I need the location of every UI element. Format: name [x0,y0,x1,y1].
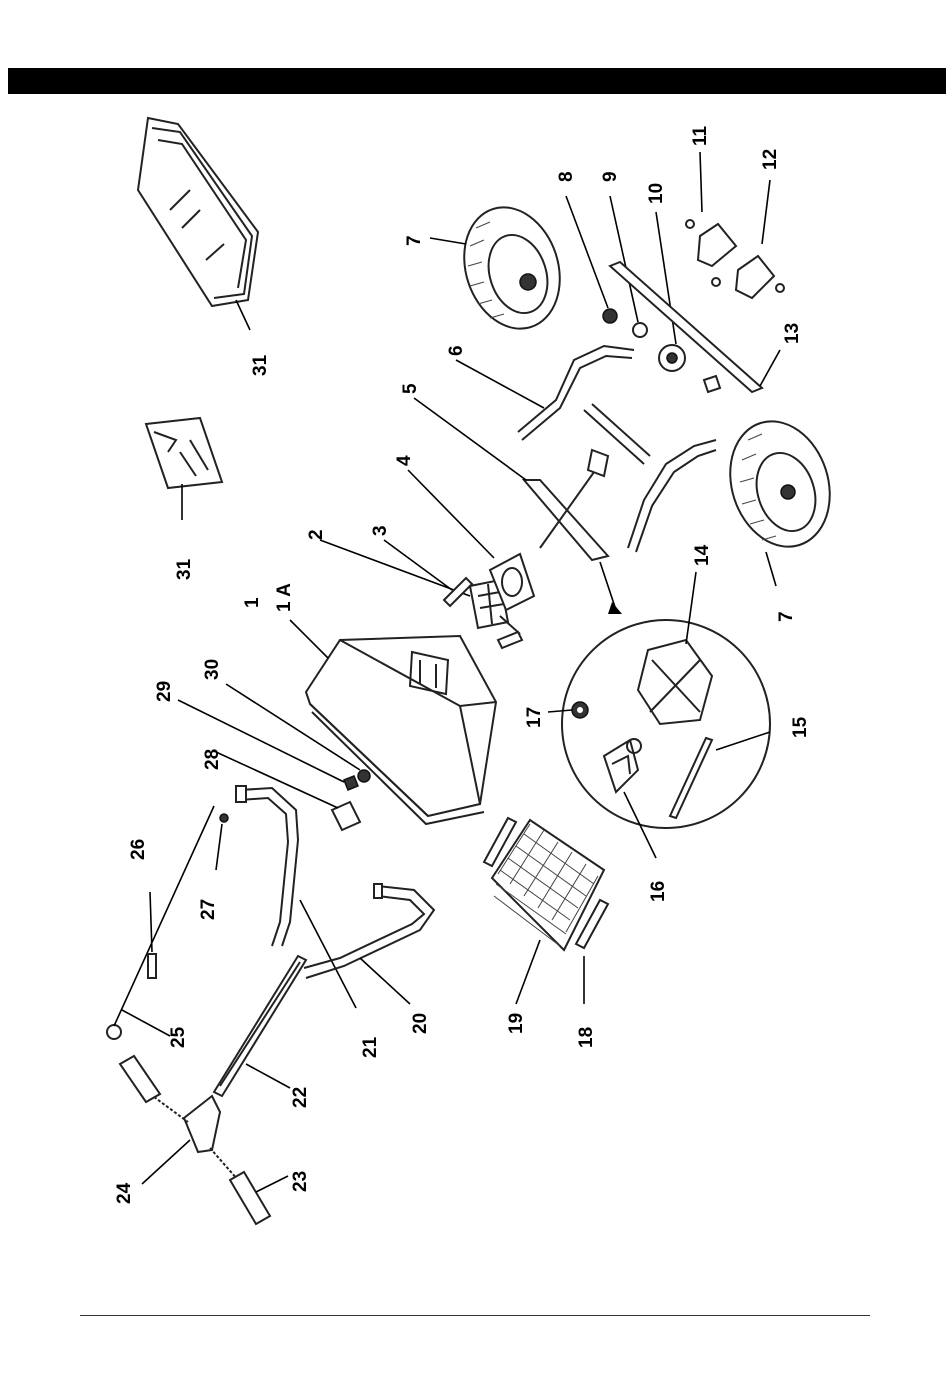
lead-28 [216,752,338,808]
label-6: 6 [446,345,467,356]
lead-23 [256,1176,288,1192]
lead-8 [566,196,608,308]
part-31-cover [138,118,258,306]
label-19: 19 [506,1013,527,1034]
label-25: 25 [168,1026,189,1048]
part-12-clip [736,256,784,298]
part-25-knob [107,806,214,1039]
lead-1a [290,620,328,658]
label-1a: 1 A [274,583,295,612]
part-26-spacer [148,954,156,978]
label-20: 20 [410,1013,431,1034]
label-9: 9 [600,171,621,182]
lead-31a [236,300,250,330]
lead-4 [408,470,494,558]
part-21-handle-tube [236,786,298,946]
part-7-wheel-bottom [715,408,846,559]
label-24: 24 [114,1182,135,1204]
label-23: 23 [290,1171,311,1192]
label-8: 8 [556,171,577,182]
lead-7b [766,552,776,586]
footer-rule [80,1315,870,1316]
part-3 [444,578,472,606]
label-22: 22 [290,1087,311,1108]
label-18: 18 [576,1027,597,1048]
label-12: 12 [760,149,781,170]
label-14: 14 [692,544,713,566]
label-29: 29 [154,681,175,702]
lead-5 [414,398,526,480]
lead-9 [610,196,638,322]
label-1: 1 [242,597,263,608]
label-5: 5 [400,383,421,394]
lead-25 [122,1010,170,1036]
part-17-nut [572,702,588,718]
detail-pointer [600,562,616,610]
label-13: 13 [782,323,803,344]
lead-3 [384,540,452,590]
label-11: 11 [690,125,711,146]
part-9-washer [633,323,647,337]
lead-20 [360,958,410,1004]
lead-13 [760,350,780,386]
part-6-frame [518,346,716,552]
label-26: 26 [128,839,149,860]
part-11-clip [686,220,736,286]
label-10: 10 [646,183,667,204]
label-4: 4 [394,455,415,466]
label-31-manual: 31 [174,558,195,580]
lead-11 [700,152,702,212]
lead-19 [516,940,540,1004]
part-28-grip [332,802,360,830]
part-8-nut [603,309,617,323]
label-15: 15 [790,716,811,738]
label-2: 2 [306,529,327,540]
lead-12 [762,180,770,244]
part-31-manual [146,418,222,488]
lead-6 [456,360,544,408]
part-30-nut [358,770,370,782]
part-22-bar [214,956,306,1096]
part-29-bolt [344,776,358,790]
label-28: 28 [202,749,223,770]
lead-10 [656,212,676,344]
lead-24 [142,1140,190,1184]
label-7-bottom: 7 [776,611,797,622]
detail-pointer-arrow [608,602,622,614]
label-17: 17 [524,707,545,728]
part-5-shaft [524,450,608,560]
label-27: 27 [198,899,219,920]
lead-26 [150,892,152,952]
lead-27 [216,824,222,870]
label-7-top: 7 [404,235,425,246]
lead-22 [246,1064,290,1088]
part-27-washer [220,814,228,822]
label-30: 30 [202,659,223,680]
lead-7a [430,238,466,244]
label-31-cover: 31 [250,354,271,376]
part-10-gear [659,345,685,371]
part-24-t-grip [150,1094,238,1180]
label-3: 3 [370,525,391,536]
part-7-wheel-top [449,195,575,341]
label-21: 21 [360,1036,381,1058]
part-1-hopper [306,636,496,824]
label-16: 16 [648,881,669,902]
part-20-lower-handle [304,884,434,978]
